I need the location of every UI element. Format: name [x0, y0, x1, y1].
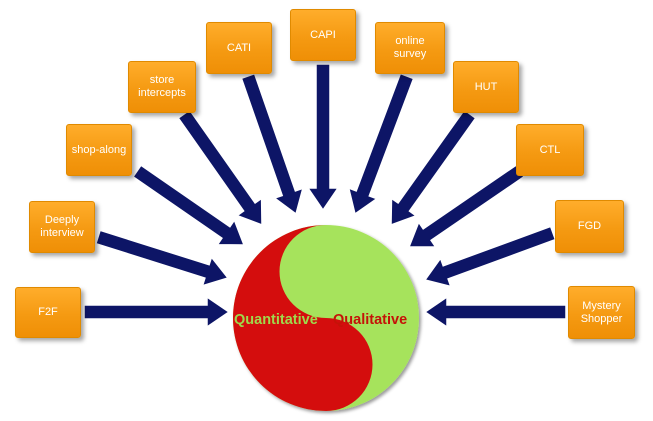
method-label-cati: CATI [226, 41, 252, 54]
method-box-mystery-shopper: Mystery Shopper [568, 286, 635, 339]
method-box-online-survey: online survey [375, 22, 445, 74]
method-label-f2f: F2F [38, 306, 58, 318]
yin-yang-circle [233, 225, 419, 411]
arrow-mystery-shopper [423, 295, 567, 329]
method-label-fgd: FGD [577, 220, 602, 232]
arrows-group [83, 63, 567, 329]
method-box-shop-along: shop-along [66, 124, 132, 176]
arrow-capi [306, 63, 340, 212]
method-label-capi: CAPI [310, 28, 336, 41]
arrow-deeply-interview [94, 229, 230, 287]
method-label-deeply-interview: Deeply interview [40, 214, 84, 239]
method-label-store-intercepts: store intercepts [138, 74, 186, 99]
method-box-capi: CAPI [290, 9, 356, 61]
arrow-online-survey [347, 72, 415, 216]
method-box-ctl: CTL [516, 124, 584, 176]
method-label-online-survey: online survey [393, 35, 427, 60]
method-box-cati: CATI [206, 22, 272, 74]
arrow-hut [390, 108, 477, 227]
method-label-shop-along: shop-along [71, 143, 127, 156]
method-label-mystery-shopper: Mystery Shopper [580, 299, 623, 325]
method-box-fgd: FGD [555, 200, 624, 253]
arrow-shop-along [131, 164, 246, 246]
quantitative-label: Quantitative [234, 312, 318, 328]
arrow-store-intercepts [177, 108, 263, 227]
arrow-fgd [423, 225, 557, 288]
method-box-store-intercepts: store intercepts [128, 61, 196, 113]
qualitative-label: Qualitative [333, 312, 408, 328]
method-label-ctl: CTL [539, 143, 561, 156]
arrow-cati [240, 72, 304, 216]
quantitative-half [233, 225, 373, 411]
method-box-deeply-interview: Deeply interview [29, 201, 95, 253]
method-box-hut: HUT [453, 61, 519, 113]
arrow-ctl [407, 164, 526, 248]
arrow-f2f [83, 295, 231, 329]
method-box-f2f: F2F [15, 287, 81, 338]
method-label-hut: HUT [474, 80, 498, 93]
